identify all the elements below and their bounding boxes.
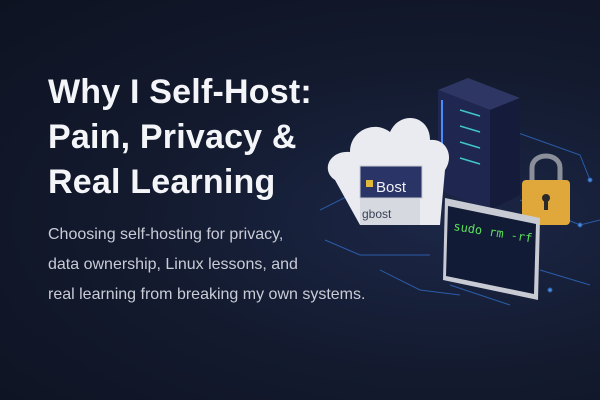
cloud-base-label: gbost [362, 207, 392, 221]
self-hosting-illustration: Bost gbost sudo rm -rf [320, 78, 600, 306]
cloud-icon: Bost gbost [327, 118, 450, 225]
page-title: Why I Self-Host: Pain, Privacy & Real Le… [48, 70, 312, 205]
cloud-panel-label: Bost [376, 179, 407, 196]
subtitle-line: real learning from breaking my own syste… [48, 286, 366, 303]
server-rack-icon [438, 78, 520, 210]
terminal-icon: sudo rm -rf [443, 198, 540, 300]
padlock-icon [522, 153, 570, 225]
page-subtitle: Choosing self-hosting for privacy, data … [48, 220, 365, 310]
circuit-lines-icon [320, 129, 600, 306]
title-line: Pain, Privacy & [48, 118, 297, 156]
title-line: Why I Self-Host: [48, 73, 312, 111]
subtitle-line: Choosing self-hosting for privacy, [48, 226, 284, 243]
subtitle-line: data ownership, Linux lessons, and [48, 256, 298, 273]
title-line: Real Learning [48, 163, 276, 201]
